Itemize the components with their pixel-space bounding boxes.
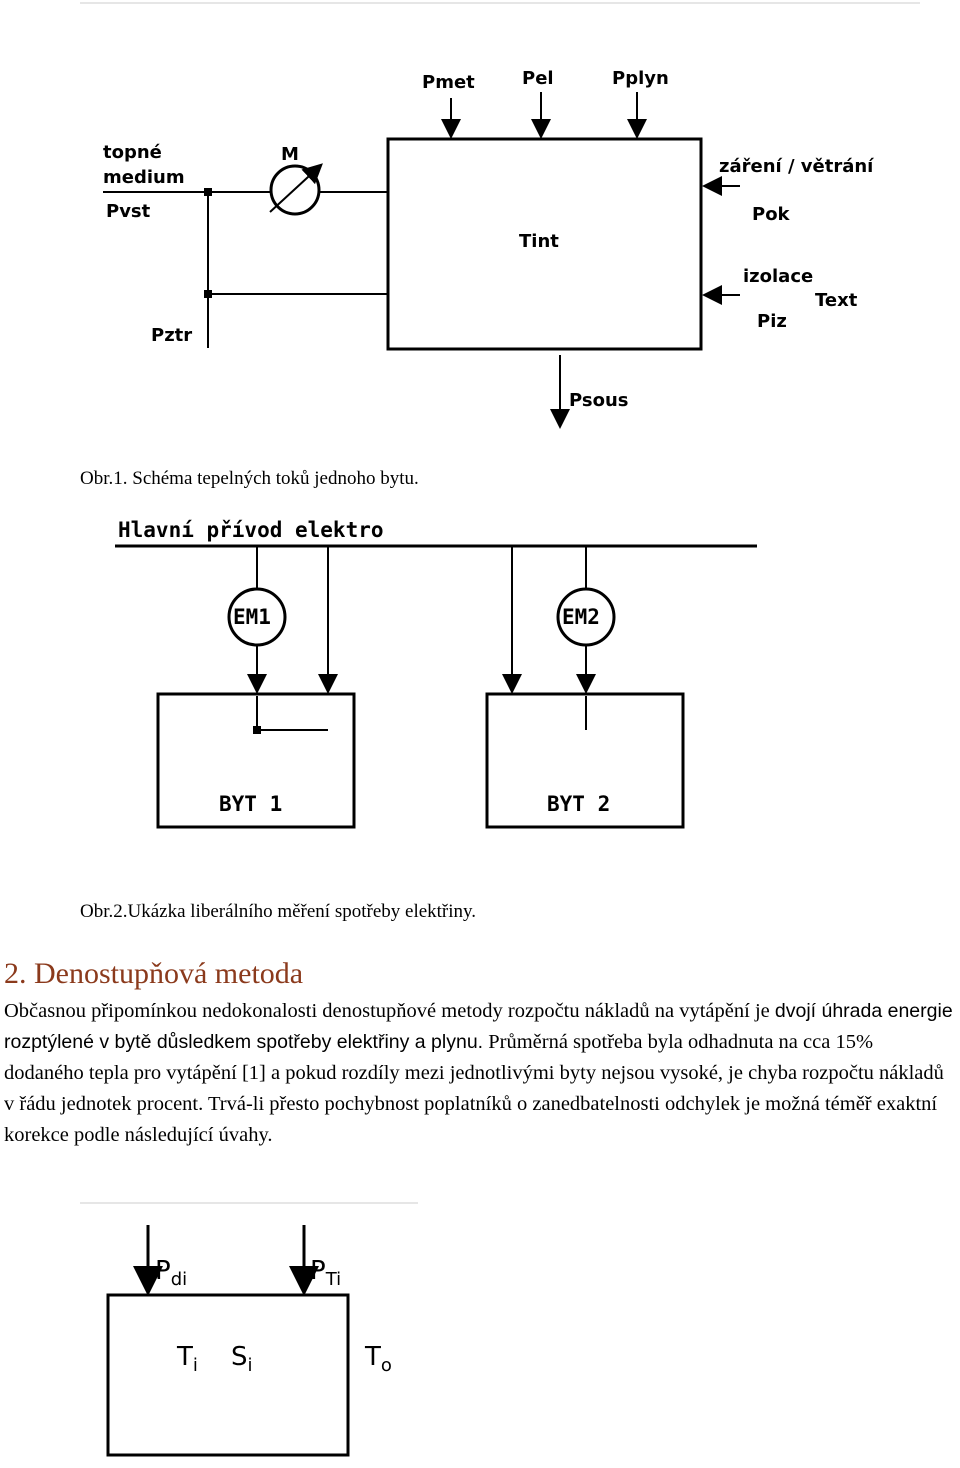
label-psous: Psous [569,390,628,411]
label-em1: EM1 [233,605,271,629]
byt2-box [485,692,685,829]
label-p-di: Pdi [155,1256,187,1290]
para-part-1: Občasnou připomínkou nedokonalosti denos… [4,1000,770,1022]
label-em2: EM2 [562,605,600,629]
label-t-o: To [364,1342,392,1376]
figure-1-heat-flow-diagram: Pmet Pel Pplyn topné medium Pvst M Tint … [0,0,960,440]
em2-meter-icon [556,587,616,647]
byt1-box [156,692,356,829]
section-heading: 2. Denostupňová metoda [4,957,304,990]
label-pvst: Pvst [106,201,151,222]
para-part-3: Průměrná spotřeba byla odhadnuta na cca … [4,1031,944,1146]
label-izolace: izolace [743,266,813,287]
label-pmet: Pmet [422,72,475,93]
label-pplyn: Pplyn [612,68,669,89]
label-pel: Pel [522,68,554,89]
em1-meter-icon [227,587,287,647]
figure-1-caption: Obr.1. Schéma tepelných toků jednoho byt… [80,468,419,489]
label-tint: Tint [519,231,559,252]
label-p-ti: PTi [310,1256,341,1290]
figure-2-electricity-metering-diagram: Hlavní přívod elektro EM1 EM2 BYT 1 BYT … [0,500,960,895]
label-piz: Piz [757,311,787,332]
apartment-box [386,137,703,351]
label-m: M [281,144,299,165]
para-part-2: dvojí úhrada energie rozptýlené v bytě d… [4,1000,953,1053]
label-main-supply: Hlavní přívod elektro [118,518,384,542]
label-text: Text [815,290,858,311]
label-s-i: Si [231,1342,253,1376]
label-byt2: BYT 2 [547,792,610,816]
section-paragraph: Občasnou připomínkou nedokonalosti denos… [4,996,956,1151]
figure-2-caption: Obr.2.Ukázka liberálního měření spotřeby… [80,901,477,922]
label-medium: medium [103,167,185,188]
label-pztr: Pztr [151,325,192,346]
label-t-i: Ti [176,1342,198,1376]
apartment-box [106,1293,350,1457]
label-zareni-vetrani: záření / větrání [719,156,874,177]
label-byt1: BYT 1 [219,792,282,816]
figure-3-energy-balance-diagram: Pdi PTi Ti Si To [0,1195,960,1468]
label-pok: Pok [752,204,791,225]
label-topne: topné [103,142,162,163]
